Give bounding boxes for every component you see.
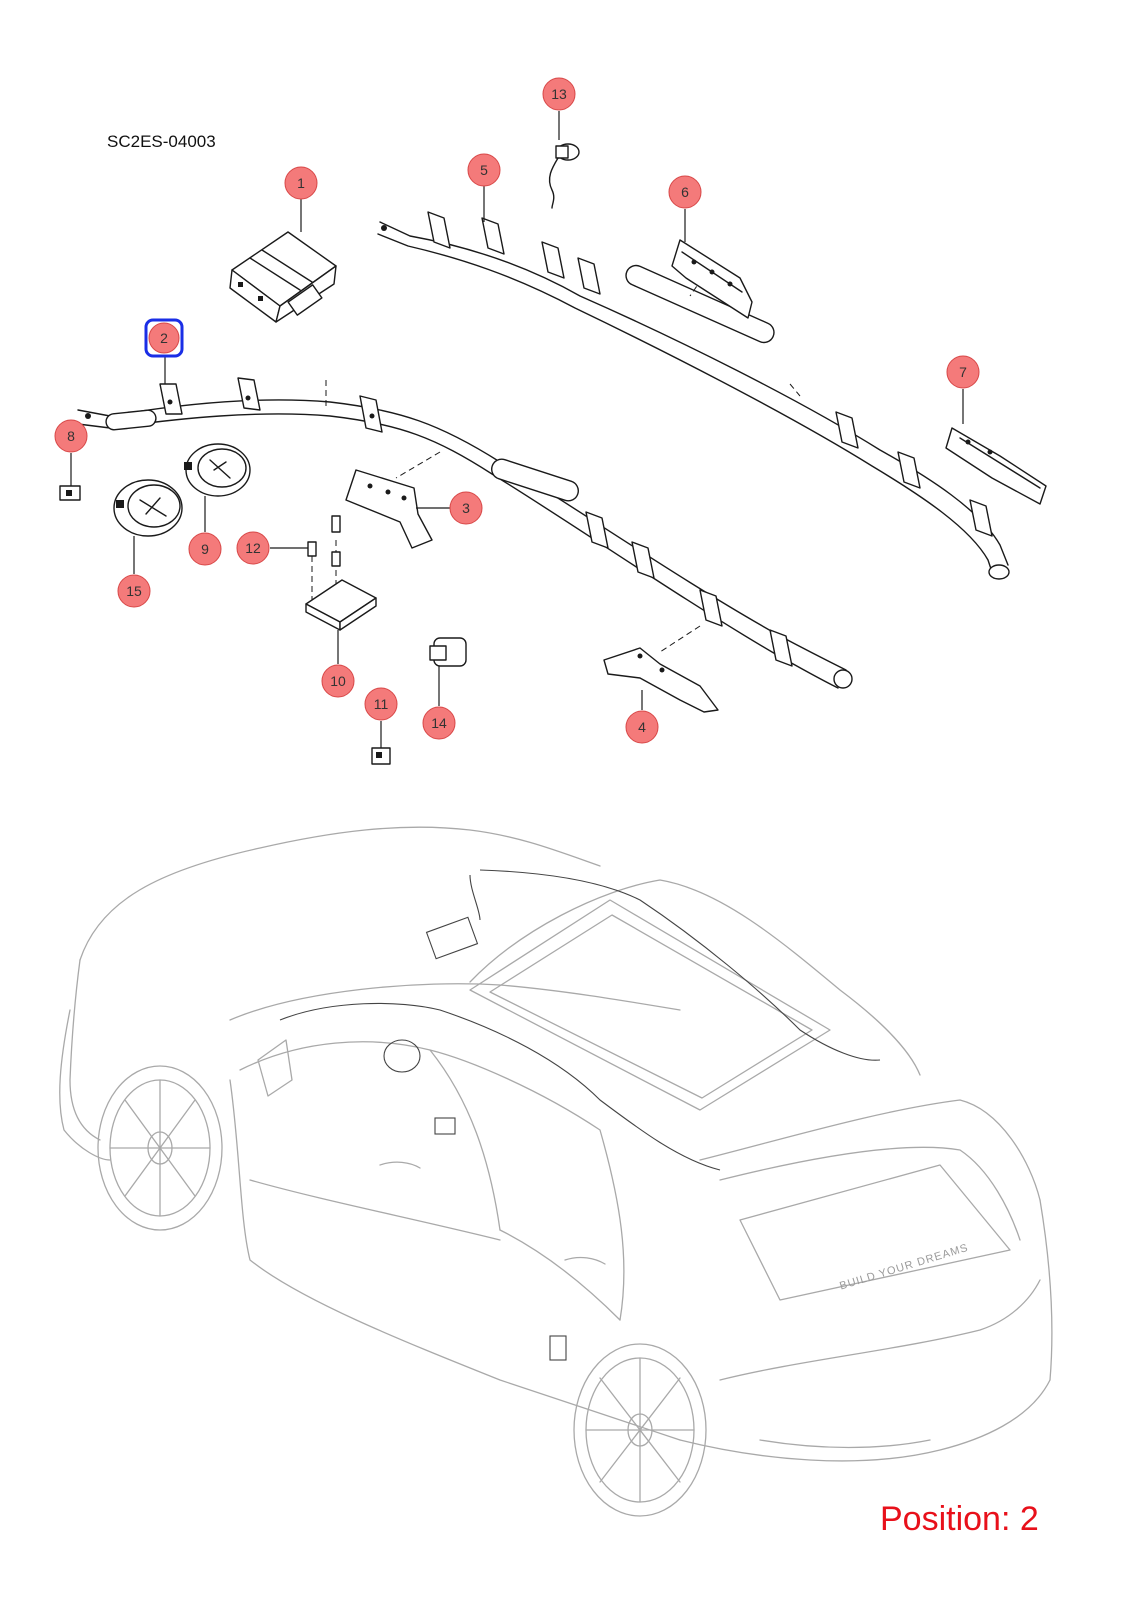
callout-3[interactable]: 3 xyxy=(449,491,483,525)
callout-4-bubble xyxy=(625,710,659,744)
callout-10[interactable]: 10 xyxy=(321,664,355,698)
callout-8[interactable]: 8 xyxy=(54,419,88,453)
callout-13-label: 13 xyxy=(551,86,567,102)
part-7-bracket xyxy=(945,427,1047,505)
callout-1-label: 1 xyxy=(297,175,305,191)
callout-12-bubble xyxy=(236,531,270,565)
part-5-curtain-airbag-right xyxy=(377,211,1010,580)
position-label: Position: 2 xyxy=(880,1500,1039,1538)
callout-9[interactable]: 9 xyxy=(188,532,222,566)
car-rear-badge: BUILD YOUR DREAMS xyxy=(838,1242,970,1293)
callout-4[interactable]: 4 xyxy=(625,710,659,744)
callout-13[interactable]: 13 xyxy=(542,77,576,111)
part-8-sensor xyxy=(59,485,81,501)
car-illustration: BUILD YOUR DREAMS xyxy=(59,826,1053,1517)
callout-1-bubble xyxy=(284,166,318,200)
callout-1[interactable]: 1 xyxy=(284,166,318,200)
callout-4-label: 4 xyxy=(638,719,646,735)
callout-9-label: 9 xyxy=(201,541,209,557)
part-4-bracket xyxy=(603,647,719,713)
callout-2-label: 2 xyxy=(160,330,168,346)
callout-9-bubble xyxy=(188,532,222,566)
callout-7-label: 7 xyxy=(959,364,967,380)
callout-6[interactable]: 6 xyxy=(668,175,702,209)
callout-15-label: 15 xyxy=(126,583,142,599)
callout-8-bubble xyxy=(54,419,88,453)
callout-7[interactable]: 7 xyxy=(946,355,980,389)
callout-2-bubble xyxy=(148,322,180,354)
leader-lines xyxy=(70,111,964,748)
callout-12[interactable]: 12 xyxy=(236,531,270,565)
callout-5-bubble xyxy=(467,153,501,187)
part-2-curtain-airbag-left xyxy=(77,377,853,689)
callout-8-label: 8 xyxy=(67,428,75,444)
callout-11[interactable]: 11 xyxy=(364,687,398,721)
callout-3-bubble xyxy=(449,491,483,525)
part-6-bracket xyxy=(671,239,753,319)
callout-11-label: 11 xyxy=(374,696,389,712)
callout-10-label: 10 xyxy=(330,673,346,689)
callout-10-bubble xyxy=(321,664,355,698)
part-15-round-sensor xyxy=(113,479,183,537)
callout-2-highlight xyxy=(144,318,184,358)
part-14-sensor xyxy=(429,637,467,667)
part-13-sensor xyxy=(548,143,580,209)
callout-14-label: 14 xyxy=(431,715,447,731)
part-9-round-sensor xyxy=(184,443,251,497)
part-1-control-module xyxy=(229,231,337,323)
callout-14-bubble xyxy=(422,706,456,740)
diagram-code: SC2ES-04003 xyxy=(107,132,216,151)
part-3-bracket xyxy=(345,469,433,549)
callout-7-bubble xyxy=(946,355,980,389)
callout-13-bubble xyxy=(542,77,576,111)
callout-15[interactable]: 15 xyxy=(117,574,151,608)
callout-11-bubble xyxy=(364,687,398,721)
callout-6-label: 6 xyxy=(681,184,689,200)
callout-3-label: 3 xyxy=(462,500,470,516)
callout-12-label: 12 xyxy=(245,540,261,556)
part-10-module xyxy=(305,540,377,631)
part-11-clip xyxy=(371,747,391,765)
part-12-bolt xyxy=(307,515,341,567)
callout-5-label: 5 xyxy=(480,162,488,178)
callout-2[interactable]: 2 xyxy=(144,318,184,358)
callout-6-bubble xyxy=(668,175,702,209)
callout-14[interactable]: 14 xyxy=(422,706,456,740)
callout-5[interactable]: 5 xyxy=(467,153,501,187)
callout-15-bubble xyxy=(117,574,151,608)
